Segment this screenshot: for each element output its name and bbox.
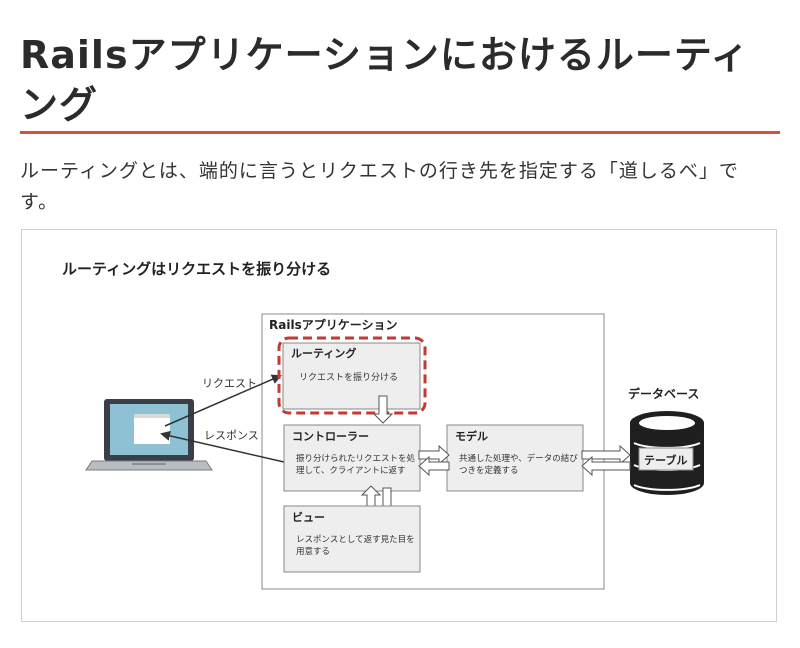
model-to-controller-arrow [418,455,450,477]
routing-highlight [277,336,427,415]
model-to-database-arrow [581,444,631,466]
request-label: リクエスト [202,377,257,390]
routing-diagram-figure: ルーティングはリクエストを振り分ける Railsアプリケーション リクエスト レ… [21,229,777,622]
model-desc-line2: つきを定義する [459,465,519,476]
model-desc-line1: 共通した処理や、データの結び [459,453,578,464]
database-label: データベース [628,386,699,401]
laptop-icon [85,399,213,471]
model-title: モデル [455,429,488,443]
response-arrow [160,430,285,463]
routing-diagram: ルーティングはリクエストを振り分ける Railsアプリケーション リクエスト レ… [62,260,704,590]
lead-paragraph: ルーティングとは、端的に言うとリクエストの行き先を指定する「道しるべ」です。 [20,160,739,213]
view-box [283,505,421,573]
controller-desc-line1: 振り分けられたリクエストを処 [296,453,416,464]
database-to-model-arrow [581,455,631,477]
routing-box [282,342,421,410]
request-arrow [164,374,282,427]
diagram-heading: ルーティングはリクエストを振り分ける [62,260,331,278]
view-desc-line2: 用意する [296,546,330,557]
view-desc-line1: レスポンスとして返す見た目を [296,534,415,545]
page-title: Railsアプリケーションにおけるルーティング [20,33,750,127]
controller-to-model-arrow [418,444,450,466]
model-box [446,424,584,492]
response-label: レスポンス [204,429,259,442]
routing-to-controller-arrow [372,395,394,424]
table-box [638,447,694,471]
title-underline [20,131,780,134]
routing-title: ルーティング [291,346,356,360]
rails-app-label: Railsアプリケーション [269,317,397,332]
view-title: ビュー [292,510,325,524]
controller-title: コントローラー [292,430,369,443]
routing-desc: リクエストを振り分ける [299,371,398,383]
controller-desc-line2: 理して、クライアントに返す [296,465,405,476]
table-label: テーブル [644,453,687,467]
